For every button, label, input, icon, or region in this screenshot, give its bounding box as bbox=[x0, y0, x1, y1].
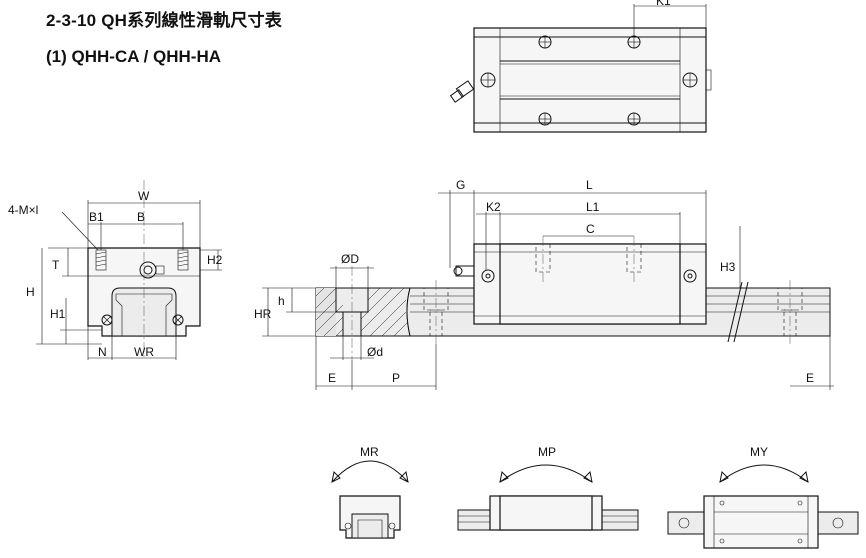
dim-g: G bbox=[456, 178, 465, 192]
dim-l: L bbox=[586, 178, 593, 192]
moment-my-label: MY bbox=[750, 445, 768, 459]
dim-b: B bbox=[137, 210, 145, 224]
moment-mr-diagram: MR bbox=[331, 445, 409, 539]
dim-od: ØD bbox=[341, 252, 359, 266]
dim-wr: WR bbox=[134, 345, 154, 359]
dim-e-right: E bbox=[806, 371, 814, 385]
dim-h2: H2 bbox=[207, 253, 223, 267]
dim-m-l: 4-M×l bbox=[8, 203, 38, 217]
dim-k2: K2 bbox=[486, 200, 501, 214]
moment-mr-label: MR bbox=[360, 445, 379, 459]
dim-e-left: E bbox=[328, 371, 336, 385]
dim-h3: H3 bbox=[720, 260, 736, 274]
dim-w: W bbox=[138, 189, 150, 203]
top-bolt-holes bbox=[480, 35, 698, 126]
dim-h-small: h bbox=[278, 294, 285, 308]
dim-d: Ød bbox=[367, 345, 383, 359]
grease-nipple-icon bbox=[449, 80, 475, 103]
moment-my-diagram: MY bbox=[667, 445, 859, 549]
page-title: 2-3-10 QH系列線性滑軌尺寸表 bbox=[46, 11, 282, 30]
side-grease-nipple-icon bbox=[453, 265, 475, 277]
model-subtitle: (1) QHH-CA / QHH-HA bbox=[46, 47, 222, 66]
end-view: W B1 B 4-M×l T H H1 H2 N WR bbox=[8, 180, 223, 360]
moment-mp-label: MP bbox=[538, 445, 556, 459]
top-view: K1 bbox=[449, 0, 712, 133]
dim-hr: HR bbox=[254, 307, 272, 321]
dim-h1: H1 bbox=[50, 307, 66, 321]
dim-t: T bbox=[52, 258, 60, 272]
dim-k1: K1 bbox=[656, 0, 671, 8]
dim-n: N bbox=[98, 345, 107, 359]
dim-b1: B1 bbox=[89, 210, 104, 224]
dim-c: C bbox=[586, 222, 595, 236]
dim-h: H bbox=[26, 285, 35, 299]
moment-mp-diagram: MP bbox=[457, 445, 639, 531]
dim-p: P bbox=[392, 371, 400, 385]
dim-l1: L1 bbox=[586, 200, 600, 214]
side-view: G L K2 L1 C H3 ØD HR h Ød bbox=[254, 178, 834, 390]
